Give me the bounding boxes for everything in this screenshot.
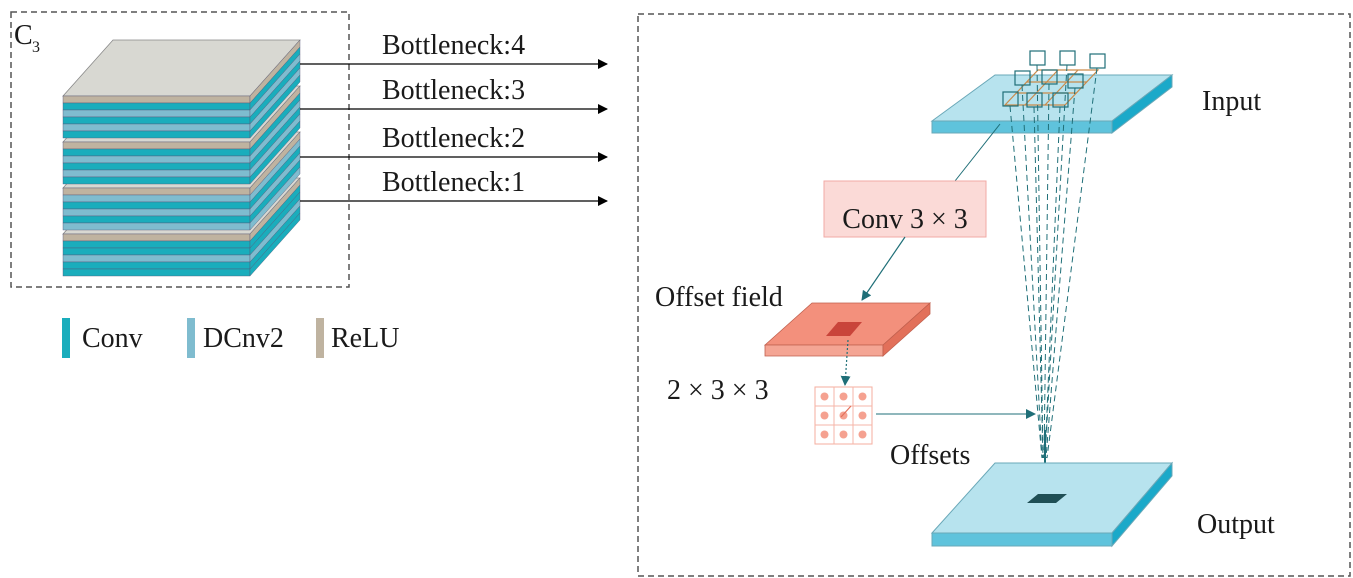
layer-stripe-dcnv2 (62, 208, 251, 217)
input-label: Input (1202, 86, 1261, 117)
output-plane (930, 461, 1174, 548)
offset-dot (820, 430, 829, 439)
layer-stripe-conv (62, 201, 251, 210)
layer-stripe-dcnv2 (62, 123, 251, 132)
conv-label: Conv 3 × 3 (842, 204, 967, 235)
bottleneck-label: Bottleneck:2 (382, 123, 525, 154)
conv-to-offset-arrow (861, 236, 906, 301)
offset-field-plane (763, 302, 932, 357)
legend-swatch-dcnv2 (187, 318, 195, 358)
legend-label-conv: Conv (82, 323, 143, 354)
input-to-conv-line (954, 123, 1001, 182)
offset-dot (858, 430, 867, 439)
layer-stripe-conv (62, 247, 251, 256)
bottleneck-arrows: Bottleneck:4Bottleneck:3Bottleneck:2Bott… (300, 30, 608, 206)
bottleneck-label: Bottleneck:3 (382, 75, 525, 106)
offset-dot (839, 430, 848, 439)
layer-stripe-conv (62, 162, 251, 171)
offsets-cell (852, 424, 873, 445)
output-label: Output (1197, 509, 1275, 540)
c3-frame (10, 11, 350, 288)
layer-stripe-relu (62, 141, 251, 150)
layer-stripe-conv (62, 261, 251, 270)
layer-stripe-dcnv2 (62, 194, 251, 203)
layer-stripe-conv (62, 148, 251, 157)
projection-lines (1009, 64, 1098, 459)
layer-stripe-conv (62, 240, 251, 249)
layer-stripe-dcnv2 (62, 222, 251, 231)
layer-stripe-conv (62, 176, 251, 185)
layer-stripe-conv (62, 215, 251, 224)
layer-stripe-relu (62, 95, 251, 104)
layer-side-conv (249, 212, 301, 277)
layer-stripe-relu (62, 187, 251, 196)
layer-side-conv (249, 74, 301, 139)
output-pixel (1027, 494, 1067, 503)
bottleneck-label: Bottleneck:4 (382, 30, 525, 61)
offsets-grid (814, 386, 873, 445)
layer-stripe-conv (62, 268, 251, 277)
layer-stripe-conv (62, 130, 251, 139)
legend-swatch-relu (316, 318, 324, 358)
offset-dims-label: 2 × 3 × 3 (667, 375, 769, 406)
offset-field-to-grid-arrow (840, 339, 851, 386)
c3-layer-stack (62, 39, 301, 277)
layer-stripe-conv (62, 102, 251, 111)
layer-stripe-dcnv2 (62, 155, 251, 164)
offset-vector (840, 405, 852, 418)
bottleneck-label: Bottleneck:1 (382, 167, 525, 198)
offset-dot (820, 411, 829, 420)
offset-dot (858, 411, 867, 420)
layer-stripe-dcnv2 (62, 109, 251, 118)
layer-side-conv (249, 120, 301, 185)
layer-block-1 (62, 39, 301, 139)
legend-label-relu: ReLU (331, 323, 399, 354)
offset-dot (839, 392, 848, 401)
offset-dot (839, 411, 848, 420)
layer-stripe-dcnv2 (62, 254, 251, 263)
offset-field-label: Offset field (655, 282, 783, 313)
layer-stripe-conv (62, 116, 251, 125)
deformed-sample-points (1002, 50, 1106, 108)
dcn-frame (637, 13, 1351, 577)
offset-dot (820, 392, 829, 401)
layer-stripe-relu (62, 233, 251, 242)
legend-swatch-conv (62, 318, 70, 358)
offset-dot (858, 392, 867, 401)
offsets-label: Offsets (890, 440, 970, 471)
legend-label-dcnv2: DCnv2 (203, 323, 284, 354)
legend: Conv DCnv2 ReLU (62, 318, 399, 358)
c3-label: C (14, 20, 33, 51)
layer-side-dcnv2 (249, 166, 301, 231)
layer-stripe-dcnv2 (62, 169, 251, 178)
c3-subscript: 3 (32, 39, 40, 56)
